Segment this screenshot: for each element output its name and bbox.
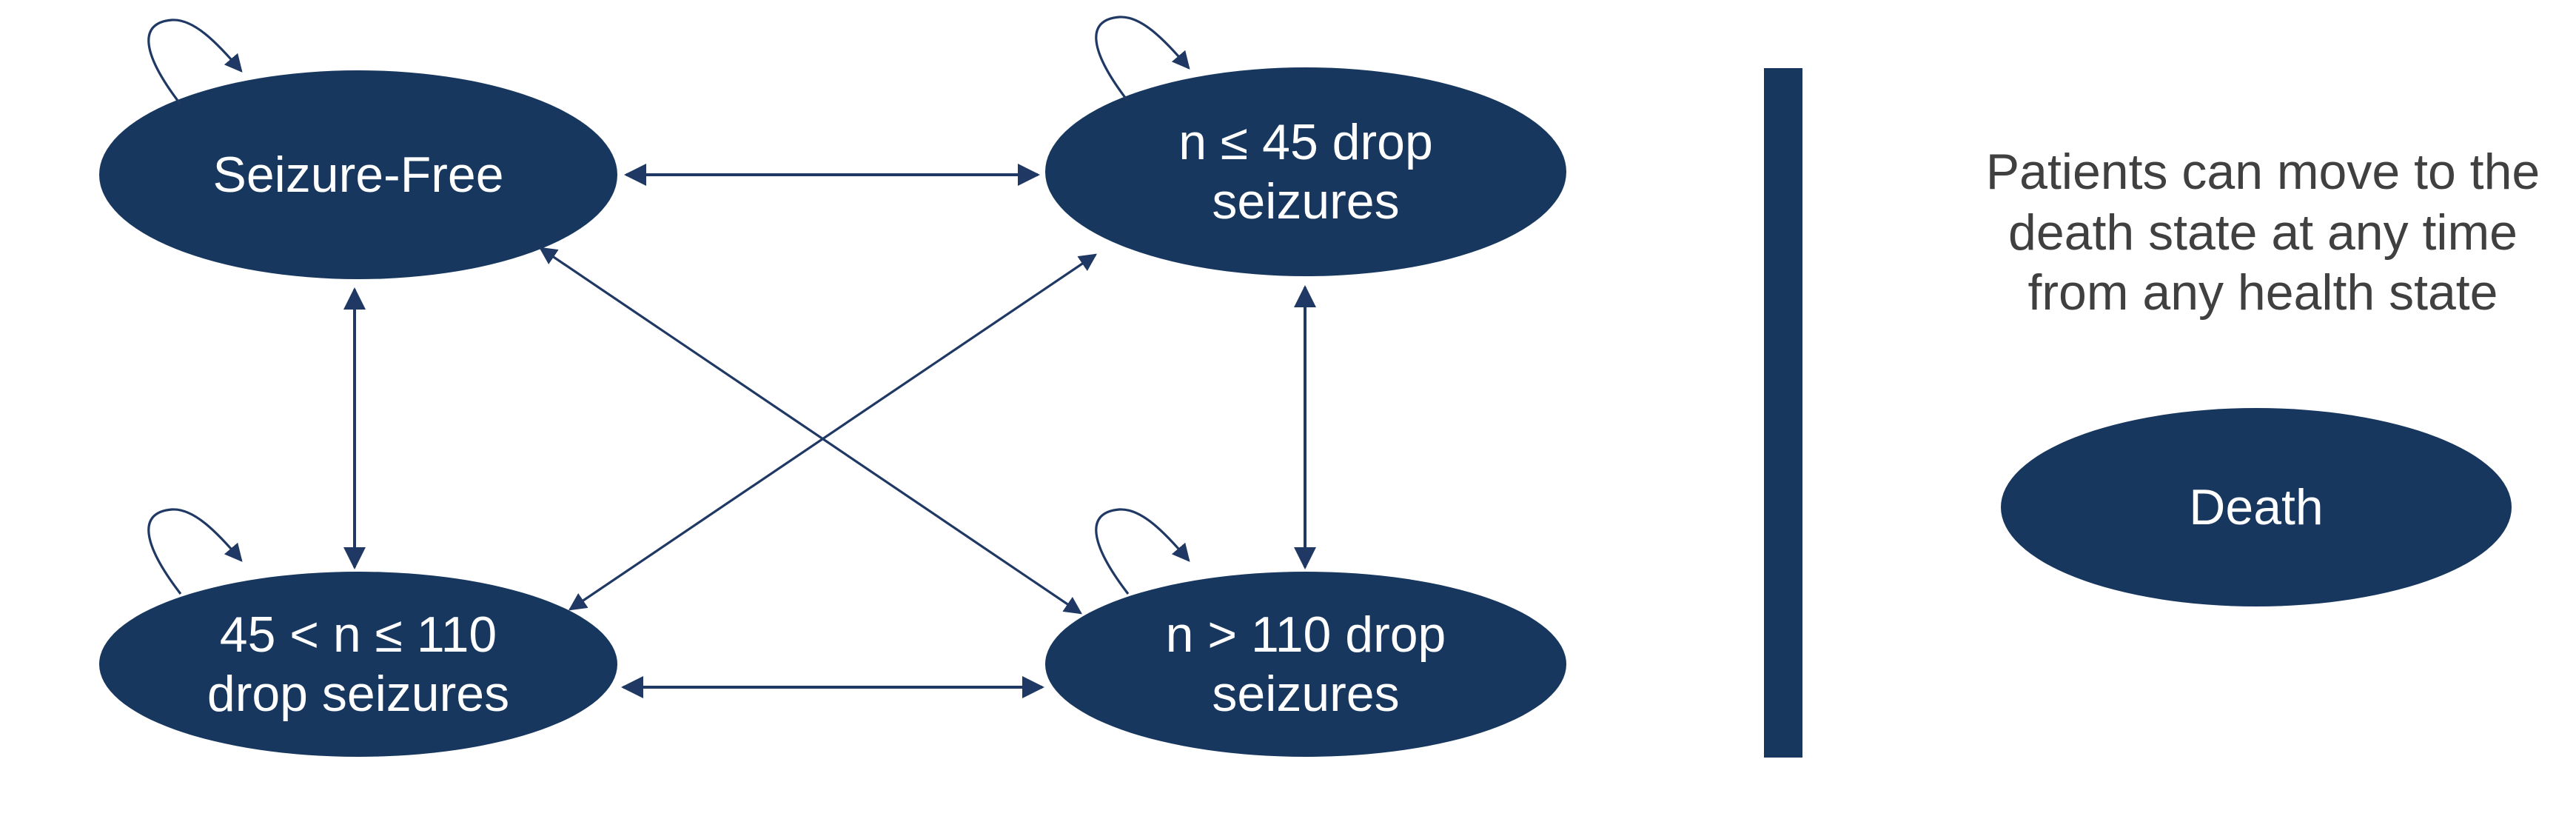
state-ellipse-45-n-110 [99,572,617,757]
state-label-line: drop seizures [207,666,510,722]
state-ellipse-n-gt-110 [1045,572,1566,757]
death-note-line: death state at any time [2008,204,2518,261]
arrow-seizure-free-to-n-gt-110 [539,247,1082,615]
divider-bar [1764,68,1802,758]
death-note-line: Patients can move to the [1985,144,2540,200]
state-label-n-gt-110: n > 110 drop seizures [1045,572,1566,757]
death-note-line: from any health state [2027,264,2498,321]
state-label-45-n-110: 45 < n ≤ 110 drop seizures [99,572,617,757]
state-ellipse-seizure-free [99,70,617,279]
state-label-n-le-45: n ≤ 45 drop seizures [1045,67,1566,276]
self-loop-45-n-110 [147,508,243,595]
state-label-death: Death [2001,408,2512,606]
state-label-seizure-free: Seizure-Free [99,70,617,279]
state-label-line: seizures [1212,173,1400,230]
state-label-line: Death [2189,478,2324,535]
state-ellipse-death [2001,408,2512,606]
state-label-line: 45 < n ≤ 110 [219,606,497,663]
self-loop-n-gt-110 [1095,508,1190,595]
self-loop-n-le-45 [1095,16,1190,102]
state-label-line: seizures [1212,666,1400,722]
arrow-45-n-110-to-n-le-45 [568,253,1097,611]
state-ellipse-n-le-45 [1045,67,1566,276]
self-loop-seizure-free [147,19,243,105]
state-label-line: n ≤ 45 drop [1178,113,1433,170]
state-label-line: Seizure-Free [212,146,504,203]
state-label-line: n > 110 drop [1165,606,1446,663]
death-note: Patients can move to the death state at … [1925,142,2576,324]
